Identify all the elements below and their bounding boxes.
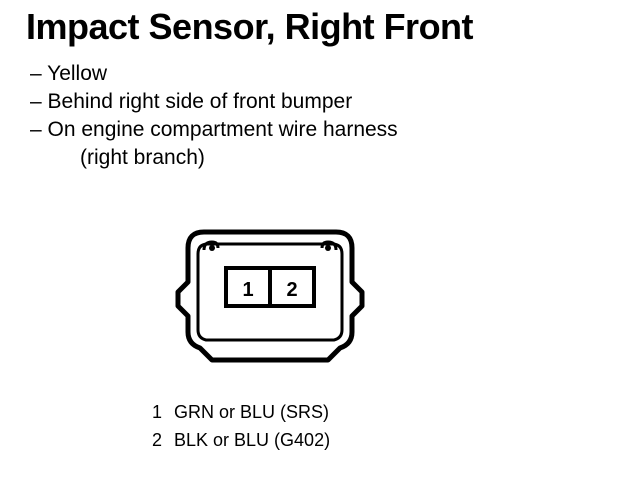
note-harness-branch: (right branch) — [80, 146, 205, 169]
legend-pin-number: 2 — [152, 430, 163, 450]
legend-wire: GRN or BLU (SRS) — [174, 402, 330, 422]
legend-pin-number: 1 — [152, 402, 163, 422]
location-notes: – Yellow – Behind right side of front bu… — [30, 60, 398, 172]
note-harness: – On engine compartment wire harness — [30, 118, 398, 141]
pin-cavity-1 — [224, 266, 272, 308]
pin-label-2: 2 — [286, 279, 297, 301]
connector-housing — [175, 229, 365, 363]
page-title: Impact Sensor, Right Front — [26, 6, 474, 47]
legend-item: 2 BLK or BLU (G402) — [152, 426, 330, 454]
pin-label-1: 1 — [242, 279, 253, 301]
connector-icon: 1 2 — [175, 229, 365, 363]
legend-item: 1 GRN or BLU (SRS) — [152, 398, 330, 426]
pin-legend: 1 GRN or BLU (SRS) 2 BLK or BLU (G402) — [152, 398, 330, 454]
note-location: – Behind right side of front bumper — [30, 90, 353, 113]
note-color: – Yellow — [30, 62, 108, 85]
latch-left — [202, 240, 220, 251]
legend-wire: BLK or BLU (G402) — [174, 430, 331, 450]
connector-inner-outline — [196, 242, 344, 342]
pin-cavity-2 — [268, 266, 316, 308]
latch-right — [320, 240, 338, 251]
